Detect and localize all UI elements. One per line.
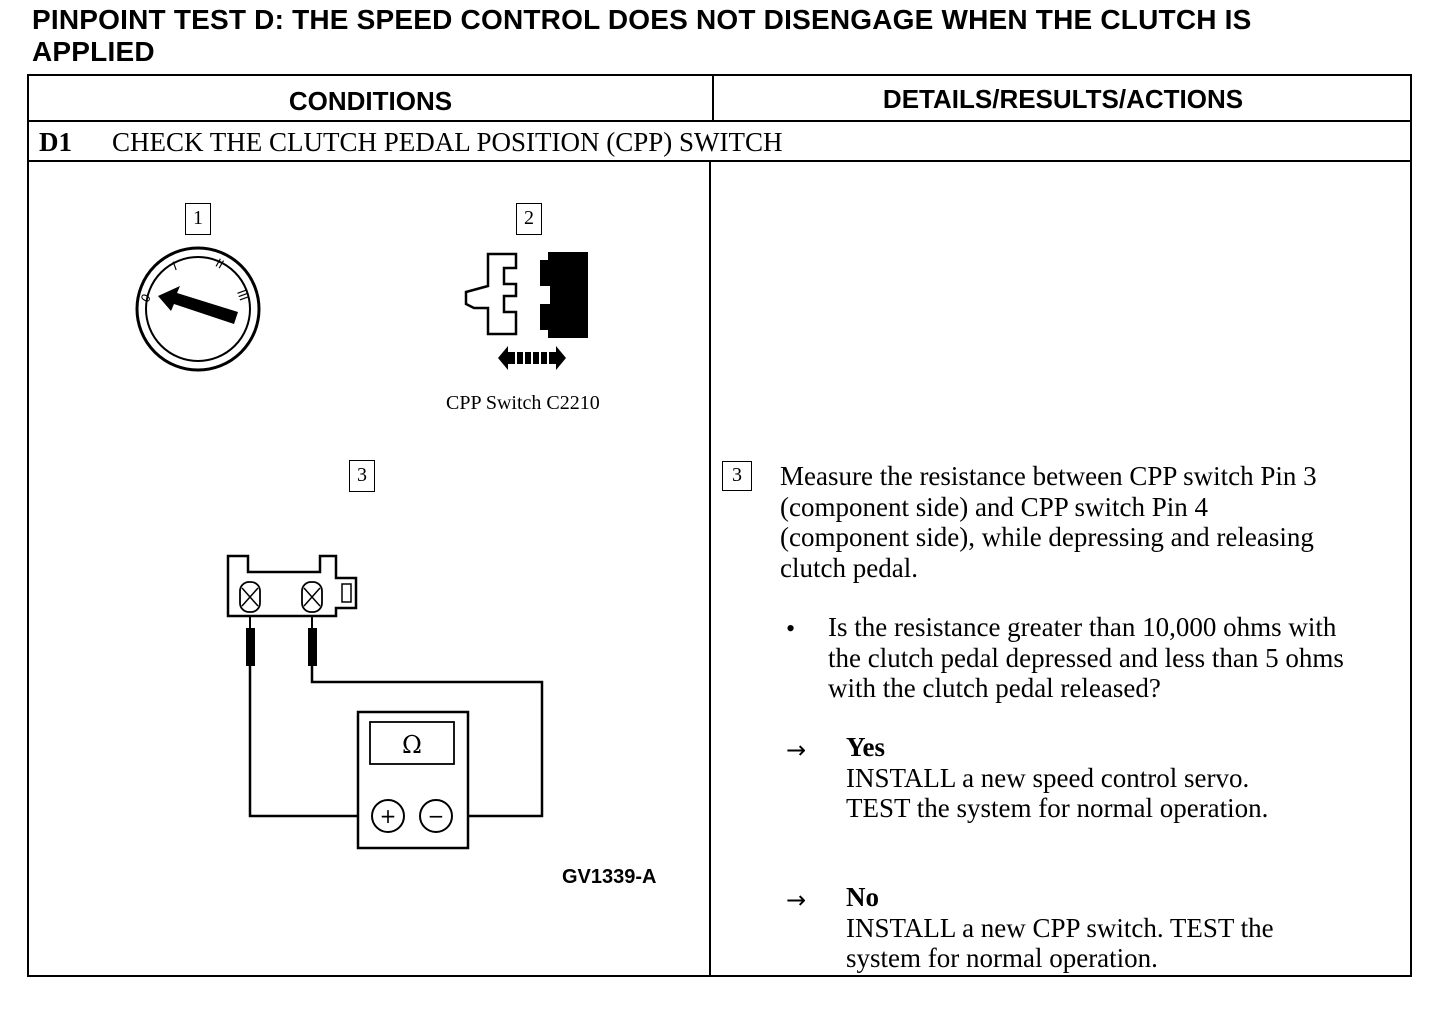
page-title: PINPOINT TEST D: THE SPEED CONTROL DOES … [32,4,1432,68]
instruction-line: (component side), while depressing and r… [780,522,1314,552]
minus-terminal: − [428,804,445,828]
instruction-line: clutch pedal. [780,552,918,583]
question-text: Is the resistance greater than 10,000 oh… [828,612,1408,704]
ignition-switch-icon: 0 I II III [135,246,261,372]
callout-1: 1 [185,203,211,235]
step-title: CHECK THE CLUTCH PEDAL POSITION (CPP) SW… [112,127,783,157]
no-arrow-icon: → [786,886,807,914]
pinpoint-table: CONDITIONS DETAILS/RESULTS/ACTIONS D1 CHE… [27,74,1412,977]
yes-result: Yes INSTALL a new speed control servo. T… [846,732,1406,824]
yes-arrow-icon: → [786,736,807,764]
question-line: the clutch pedal depressed and less than… [828,642,1344,673]
plus-terminal: + [380,804,397,828]
header-divider [29,120,1410,122]
title-line-2: APPLIED [32,36,155,67]
bullet-icon: • [786,614,796,643]
cpp-switch-connector-icon [464,252,588,370]
instruction-line: Measure the resistance between CPP switc… [780,461,1317,491]
yes-label: Yes [846,732,885,762]
ohm-symbol: Ω [402,731,422,759]
title-line-1: PINPOINT TEST D: THE SPEED CONTROL DOES … [32,4,1252,35]
figure-code: GV1339-A [562,866,657,888]
callout-3: 3 [349,460,375,492]
step-number: D1 [39,127,72,157]
step-row: D1 CHECK THE CLUTCH PEDAL POSITION (CPP) … [39,126,1339,158]
question-line: Is the resistance greater than 10,000 oh… [828,612,1337,642]
ignition-label-3: III [234,288,251,303]
details-callout-3: 3 [722,461,752,491]
yes-action-line: INSTALL a new speed control servo. [846,762,1250,793]
instruction-text: Measure the resistance between CPP switc… [780,461,1410,583]
yes-action-line: TEST the system for normal operation. [846,793,1269,823]
question-line: with the clutch pedal released? [828,673,1161,703]
no-label: No [846,882,879,912]
instruction-line: (component side) and CPP switch Pin 4 [780,491,1208,522]
ohmmeter-test-diagram: Ω + − [226,554,544,850]
header-column-divider [712,76,714,120]
step-divider [29,160,1410,162]
no-action-line: INSTALL a new CPP switch. TEST the [846,912,1274,943]
column-header-details: DETAILS/RESULTS/ACTIONS [882,84,1244,114]
no-action-line: system for normal operation. [846,943,1158,973]
body-column-divider [709,162,711,975]
ignition-label-1: I [171,259,179,273]
column-header-conditions: CONDITIONS [288,86,453,116]
no-result: No INSTALL a new CPP switch. TEST the sy… [846,882,1406,974]
callout-2: 2 [516,203,542,235]
cpp-switch-caption: CPP Switch C2210 [446,392,600,414]
